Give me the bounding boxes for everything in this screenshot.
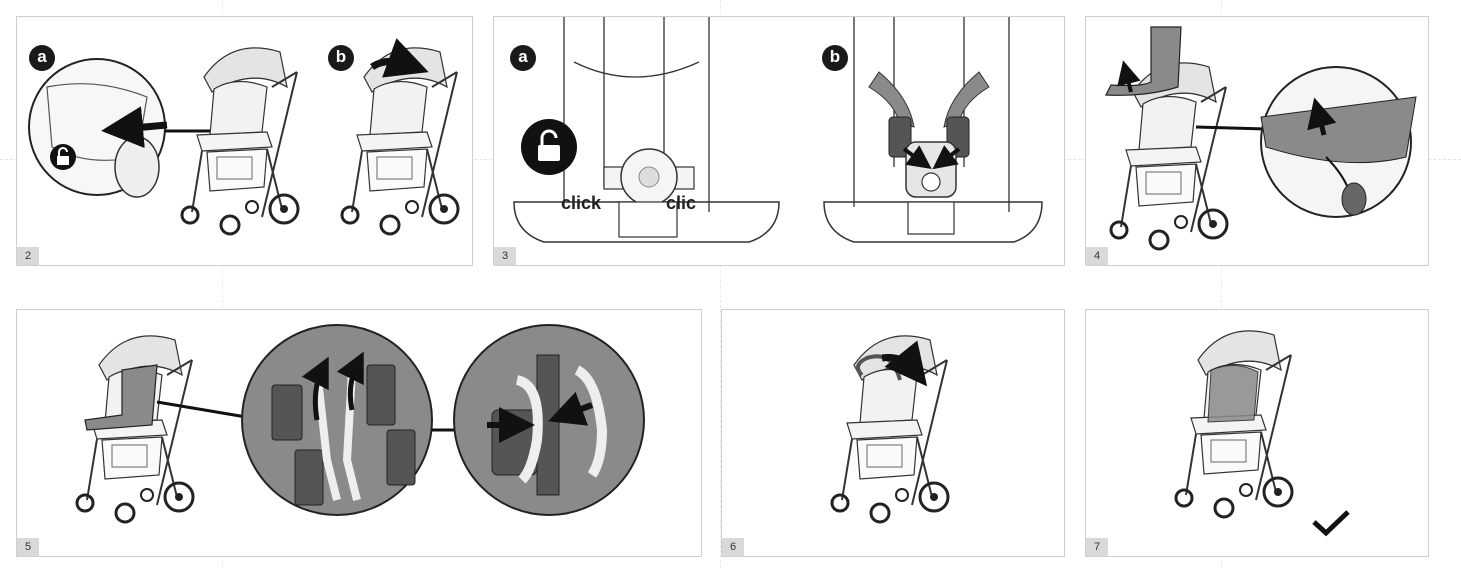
step-number: 4 [1086, 247, 1108, 265]
vertical-guide [222, 0, 223, 568]
step-number: 2 [17, 247, 39, 265]
push-arrow [101, 106, 168, 149]
instruction-panel-5: 5 [16, 309, 702, 557]
rotate-arrow [881, 340, 928, 387]
instruction-panel-7: 7 [1085, 309, 1429, 557]
stroller-illustration [340, 46, 460, 236]
step-badge-a: a [510, 45, 536, 71]
stroller-illustration [180, 46, 300, 236]
step-badge-a: a [29, 45, 55, 71]
instruction-panel-4: 4 [1085, 16, 1429, 266]
step-number: 6 [722, 538, 744, 556]
click-label: clic [666, 193, 697, 213]
instruction-panel-2: a b 2 [16, 16, 473, 266]
step-number: 5 [17, 538, 39, 556]
step-number: 3 [494, 247, 516, 265]
seat-liner [84, 364, 158, 431]
checkmark-icon [1312, 510, 1350, 537]
vertical-guide [1221, 0, 1222, 568]
vertical-guide [720, 0, 721, 568]
click-label: click [561, 193, 602, 213]
seat-liner [1105, 26, 1182, 96]
step-badge-b: b [822, 45, 848, 71]
instruction-panel-3: a b click clic 3 [493, 16, 1065, 266]
instruction-panel-6: 6 [721, 309, 1065, 557]
step-number: 7 [1086, 538, 1108, 556]
rotate-arrow [370, 38, 429, 78]
stroller-illustration [1174, 329, 1294, 519]
step-badge-b: b [328, 45, 354, 71]
